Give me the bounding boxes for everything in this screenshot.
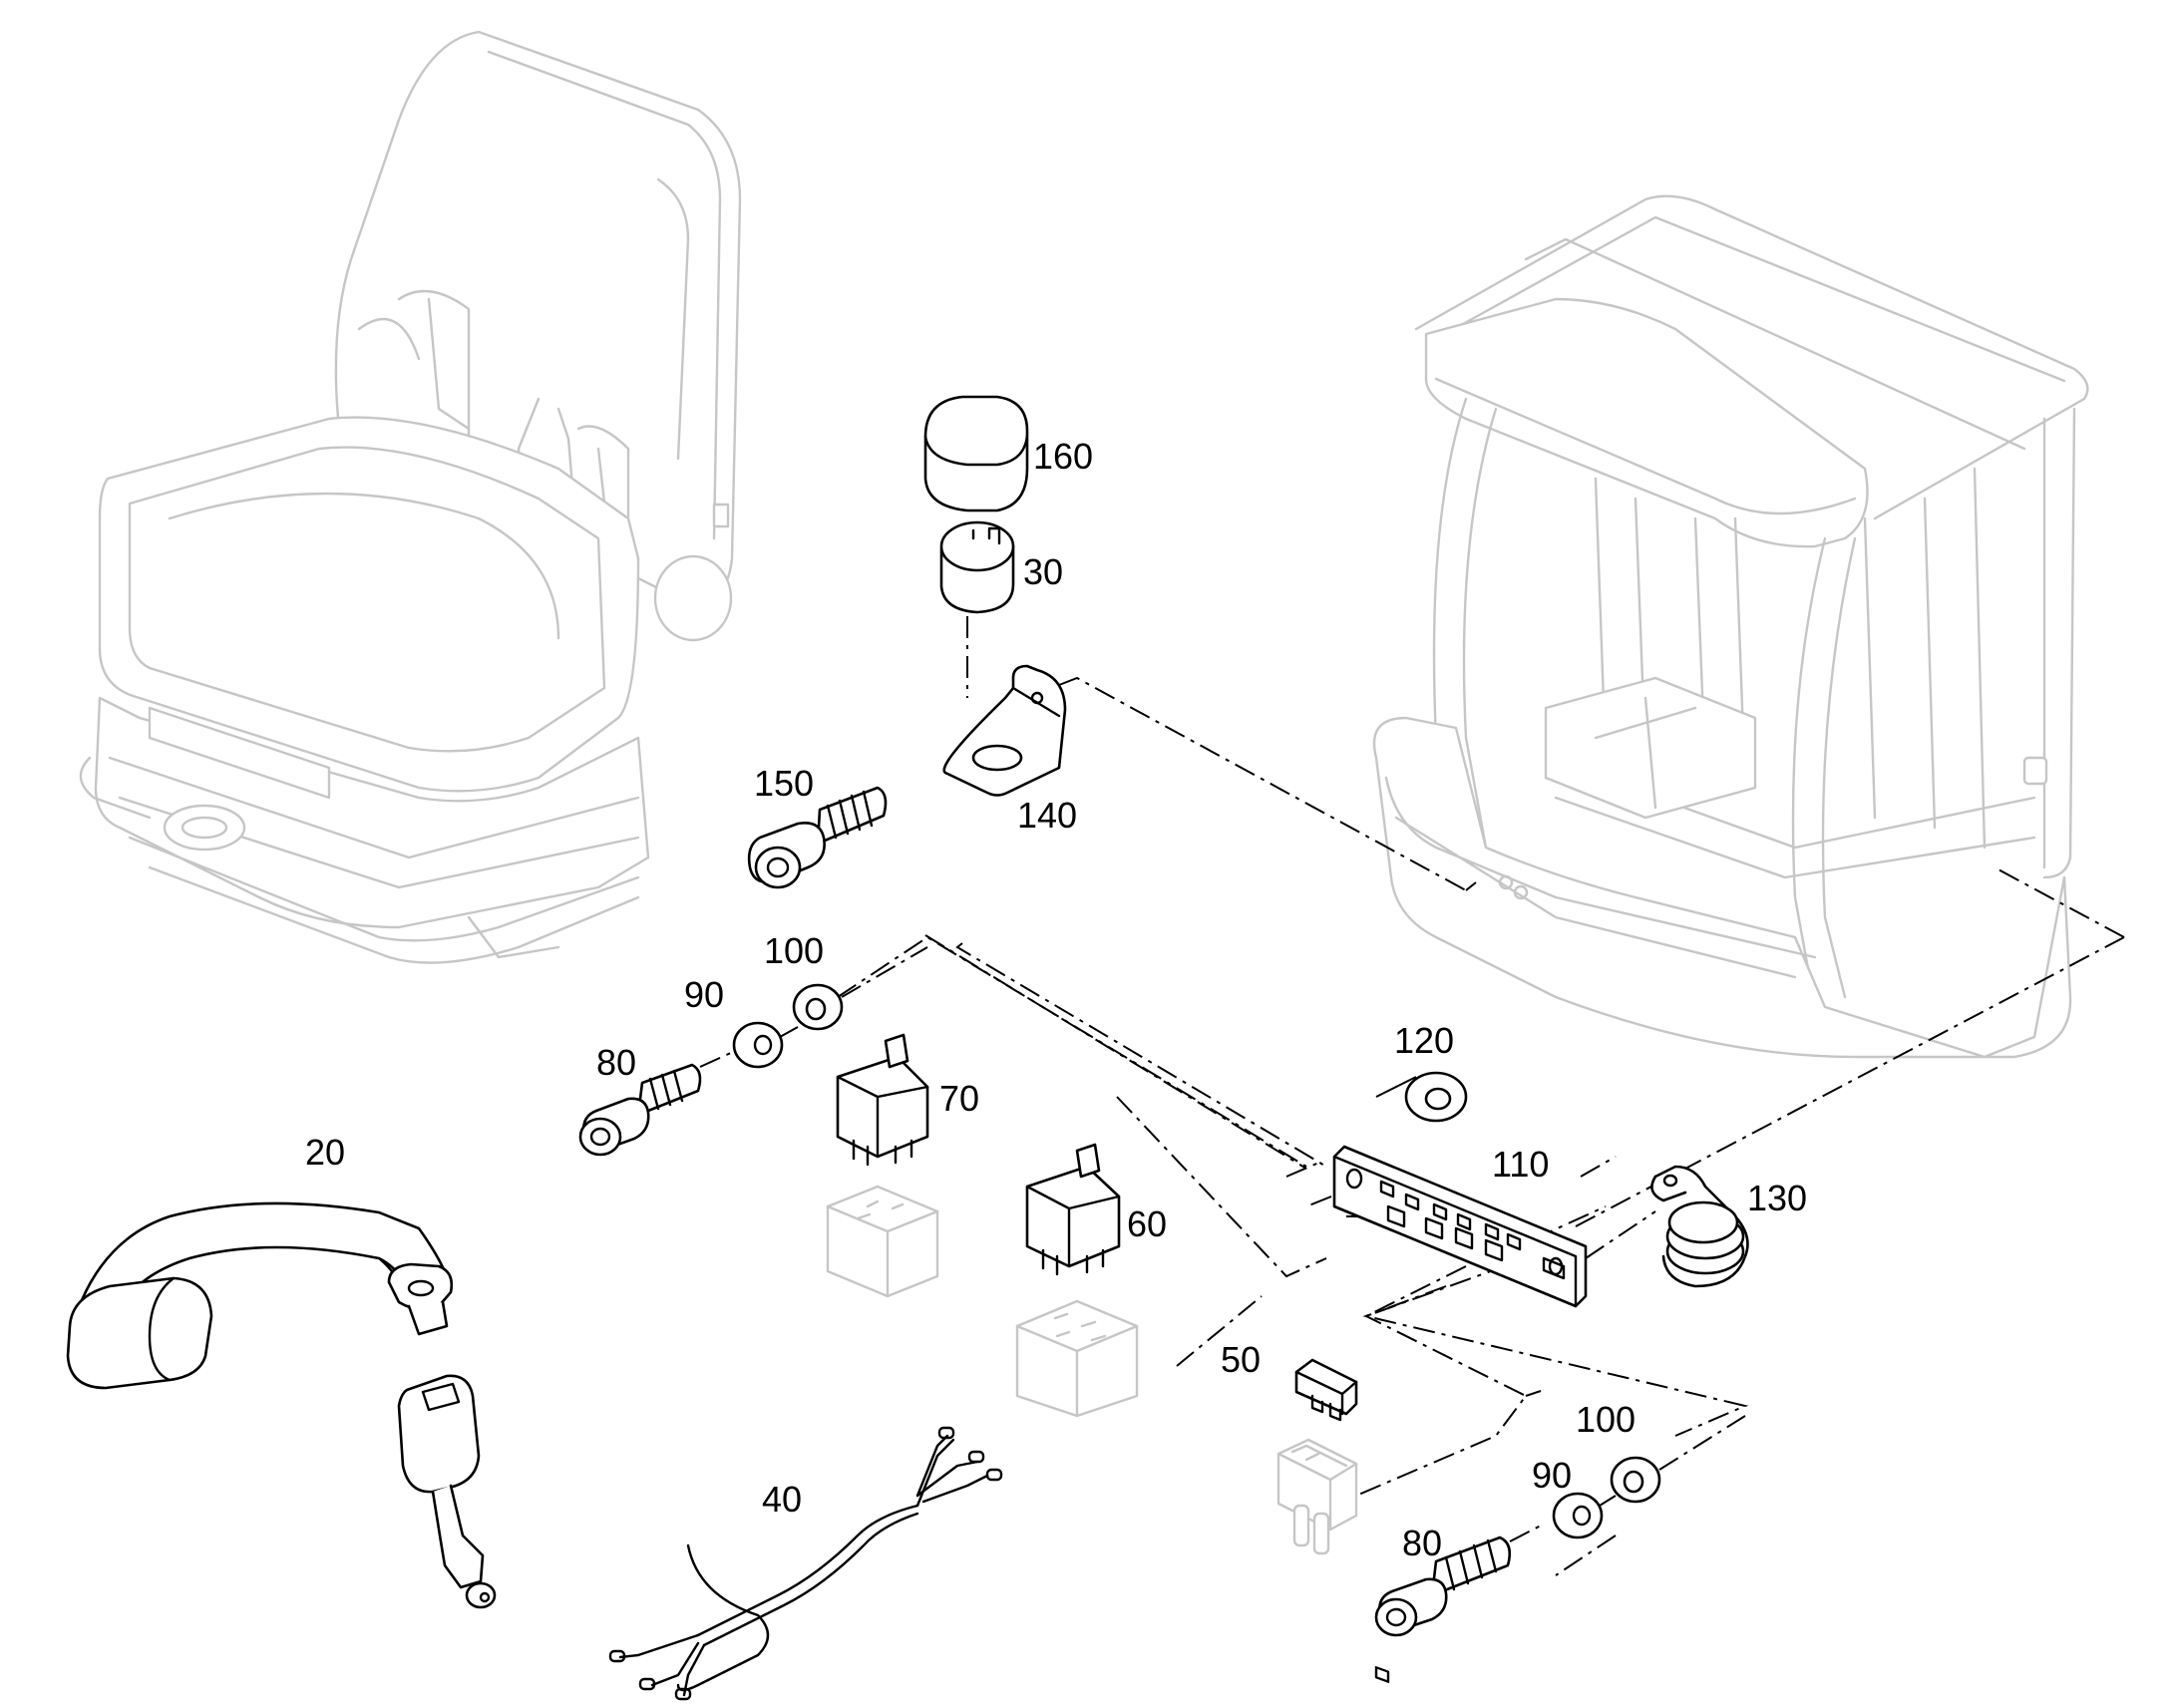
leader-lines (837, 536, 2125, 1576)
callout-60: 60 (1127, 1203, 1167, 1244)
callout-40: 40 (762, 1479, 802, 1520)
callout-70: 70 (939, 1078, 979, 1119)
callout-30: 30 (1023, 551, 1063, 592)
callout-50: 50 (1221, 1339, 1261, 1380)
callout-150: 150 (754, 763, 814, 804)
part-70-relay (836, 1033, 929, 1167)
part-80-bolt-upper (578, 1051, 734, 1157)
callout-130: 130 (1747, 1178, 1807, 1218)
callout-90-upper: 90 (684, 974, 724, 1015)
part-150-bolt (747, 786, 888, 889)
fuse-holder (1276, 1438, 1358, 1555)
part-130-cable-clip (1585, 1165, 1749, 1288)
callout-80-lower: 80 (1402, 1523, 1442, 1563)
relay-socket-lower (1015, 1299, 1139, 1418)
part-160-cap (923, 395, 1029, 512)
part-120-grommet (1404, 1071, 1468, 1123)
part-20-seat-belt (66, 1201, 497, 1609)
part-140-bracket (942, 664, 1067, 797)
part-100-washer-upper (779, 946, 928, 1038)
part-90-washer-upper (732, 1021, 784, 1069)
part-80-bolt-lower (1374, 1525, 1542, 1637)
callout-20: 20 (305, 1132, 345, 1173)
part-50-fuse (1294, 1358, 1358, 1422)
part-30-buzzer (939, 520, 1015, 614)
callout-80-upper: 80 (596, 1042, 636, 1083)
callout-110: 110 (1492, 1144, 1549, 1185)
part-60-relay (1025, 1143, 1121, 1276)
callout-140: 140 (1017, 795, 1077, 836)
part-110-relay-board (1332, 1145, 1588, 1683)
callout-100-upper: 100 (764, 930, 824, 971)
callout-labels: 160 30 150 140 100 90 80 70 120 110 130 … (305, 436, 1807, 1563)
part-40-harness (608, 1426, 1003, 1701)
part-100-washer-lower (1599, 1415, 1746, 1507)
part-90-washer-lower (1552, 1492, 1604, 1539)
callout-160: 160 (1033, 436, 1093, 477)
relay-socket-upper (826, 1185, 939, 1298)
callout-90-lower: 90 (1532, 1455, 1572, 1496)
operator-seat (79, 30, 742, 964)
callout-120: 120 (1394, 1020, 1454, 1061)
callout-100-lower: 100 (1576, 1399, 1635, 1440)
cab-frame (1372, 194, 2089, 1059)
